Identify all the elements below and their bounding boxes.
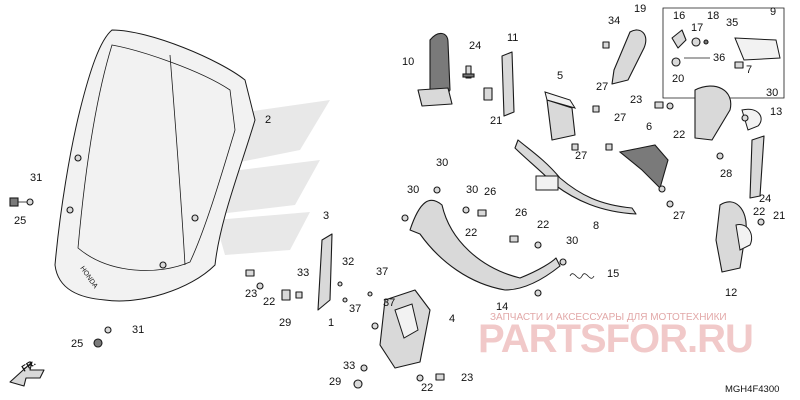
callout-c22b: 22 [537, 219, 549, 231]
callout-c6: 6 [646, 121, 652, 133]
callout-c31a: 31 [30, 172, 42, 184]
part-5-bracket[interactable] [544, 91, 577, 141]
callout-c30b: 30 [407, 184, 419, 196]
part-15-spring[interactable] [569, 273, 595, 279]
bolt-24 [462, 65, 475, 79]
part-4-plate[interactable] [379, 289, 431, 369]
callout-c23b: 23 [245, 288, 257, 300]
callout-c1: 1 [328, 317, 334, 329]
callout-c37c: 37 [383, 297, 395, 309]
callout-c30e: 30 [766, 87, 778, 99]
callout-c29b: 29 [329, 376, 341, 388]
part-8-bracket[interactable] [514, 139, 637, 215]
callout-c2: 2 [265, 114, 271, 126]
part-13-bracket[interactable] [694, 85, 762, 141]
callout-c4: 4 [449, 313, 455, 325]
callout-c33a: 33 [297, 267, 309, 279]
callout-c19: 19 [634, 3, 646, 15]
callout-c25a: 25 [14, 215, 26, 227]
part-19-arm[interactable] [611, 29, 647, 85]
callout-c3: 3 [323, 210, 329, 222]
callout-c35: 35 [726, 17, 738, 29]
part-14-stay[interactable] [409, 199, 561, 291]
callout-c11: 11 [507, 32, 518, 44]
callout-c30a: 30 [436, 157, 448, 169]
part-6-cover[interactable] [618, 144, 669, 190]
callout-c21b: 21 [773, 210, 785, 222]
callout-c27d: 27 [673, 210, 685, 222]
windscreen[interactable]: HONDA [54, 29, 256, 302]
front-direction-indicator: FR. [9, 358, 45, 387]
callout-c22d: 22 [263, 296, 275, 308]
callout-c30d: 30 [566, 235, 578, 247]
windscreen-screws-left [9, 197, 112, 348]
callout-c23a: 23 [630, 94, 642, 106]
callout-c29a: 29 [279, 317, 291, 329]
callout-c24b: 24 [759, 193, 771, 205]
callout-c37b: 37 [376, 266, 388, 278]
callout-c15: 15 [607, 268, 619, 280]
callout-c36: 36 [713, 52, 725, 64]
part-11-right-slider[interactable] [749, 135, 765, 199]
callout-c12: 12 [725, 287, 737, 299]
watermark-tagline: ЗАПЧАСТИ И АКСЕССУАРЫ ДЛЯ МОТОТЕХНИКИ [490, 312, 727, 323]
fasteners [245, 41, 765, 389]
callout-c37a: 37 [349, 303, 361, 315]
callout-c17: 17 [691, 22, 703, 34]
callout-c27c: 27 [575, 150, 587, 162]
callout-c7: 7 [746, 64, 752, 76]
part-12-guide[interactable] [715, 201, 753, 273]
callout-c16: 16 [673, 10, 685, 22]
callout-c18: 18 [707, 10, 719, 22]
watermark-logo: PARTSFOR.RU [478, 317, 753, 361]
callout-c31b: 31 [132, 324, 144, 336]
callout-c25b: 25 [71, 338, 83, 350]
callout-c23c: 23 [461, 372, 473, 384]
callout-c20: 20 [672, 73, 684, 85]
adjuster-kit-box [662, 7, 785, 99]
callout-c22f: 22 [753, 206, 765, 218]
callout-c26b: 26 [515, 207, 527, 219]
callout-c14: 14 [496, 301, 508, 313]
callouts: 1234567891011121314151617181920212122222… [14, 3, 785, 394]
callout-c27b: 27 [614, 112, 626, 124]
callout-c30c: 30 [466, 184, 478, 196]
part-11-slider[interactable] [483, 51, 515, 117]
callout-c8: 8 [593, 220, 599, 232]
callout-c32: 32 [342, 256, 354, 268]
callout-c26a: 26 [484, 186, 496, 198]
callout-c13: 13 [770, 106, 782, 118]
callout-c21a: 21 [490, 115, 502, 127]
callout-c33b: 33 [343, 360, 355, 372]
callout-c9: 9 [770, 6, 776, 18]
callout-c10: 10 [402, 56, 414, 68]
callout-c34: 34 [608, 15, 620, 27]
callout-c22c: 22 [673, 129, 685, 141]
partsfor-watermark: ЗАПЧАСТИ И АКСЕССУАРЫ ДЛЯ МОТОТЕХНИКИ PA… [478, 312, 754, 361]
callout-c24a: 24 [469, 40, 481, 52]
callout-c5: 5 [557, 70, 563, 82]
callout-c22e: 22 [421, 382, 433, 394]
part-10-mount[interactable] [417, 32, 453, 107]
part-3-arm[interactable] [317, 233, 333, 311]
callout-c22a: 22 [465, 227, 477, 239]
diagram-code: MGH4F4300 [725, 384, 779, 395]
callout-c27a: 27 [596, 81, 608, 93]
callout-c28: 28 [720, 168, 732, 180]
